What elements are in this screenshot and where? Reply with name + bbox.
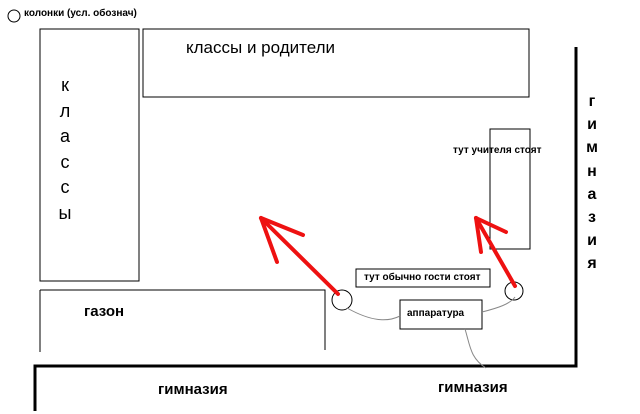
arrow-right-icon [474, 216, 517, 288]
label-lawn: газон [84, 303, 125, 320]
zone-guests [355, 268, 491, 288]
label-classes-parents: классы и родители [186, 38, 336, 57]
label-gym-vertical: г и м н а з и я [586, 93, 598, 273]
speaker-left-icon [331, 289, 353, 311]
zone-teachers [489, 128, 531, 250]
label-teachers: тут учителя стоят [453, 145, 542, 156]
legend-label: колонки (усл. обознач) [24, 8, 137, 19]
cable-down [464, 328, 487, 369]
label-equipment: аппаратура [407, 308, 465, 319]
zone-classes-parents [142, 28, 530, 98]
label-classes-vertical: к л а с с ы [58, 75, 72, 223]
arrow-left-icon [259, 216, 340, 296]
gym-building-outline [33, 47, 578, 411]
cable-left [346, 307, 401, 321]
zone-equipment [399, 299, 483, 330]
legend-speaker-icon [7, 9, 21, 23]
label-guests: тут обычно гости стоят [364, 272, 481, 283]
label-gym-bottom-right: гимназия [438, 379, 508, 396]
cable-right [481, 296, 516, 313]
label-gym-bottom-left: гимназия [158, 381, 228, 398]
zone-lawn-border [40, 289, 326, 350]
zone-classes [39, 28, 140, 282]
